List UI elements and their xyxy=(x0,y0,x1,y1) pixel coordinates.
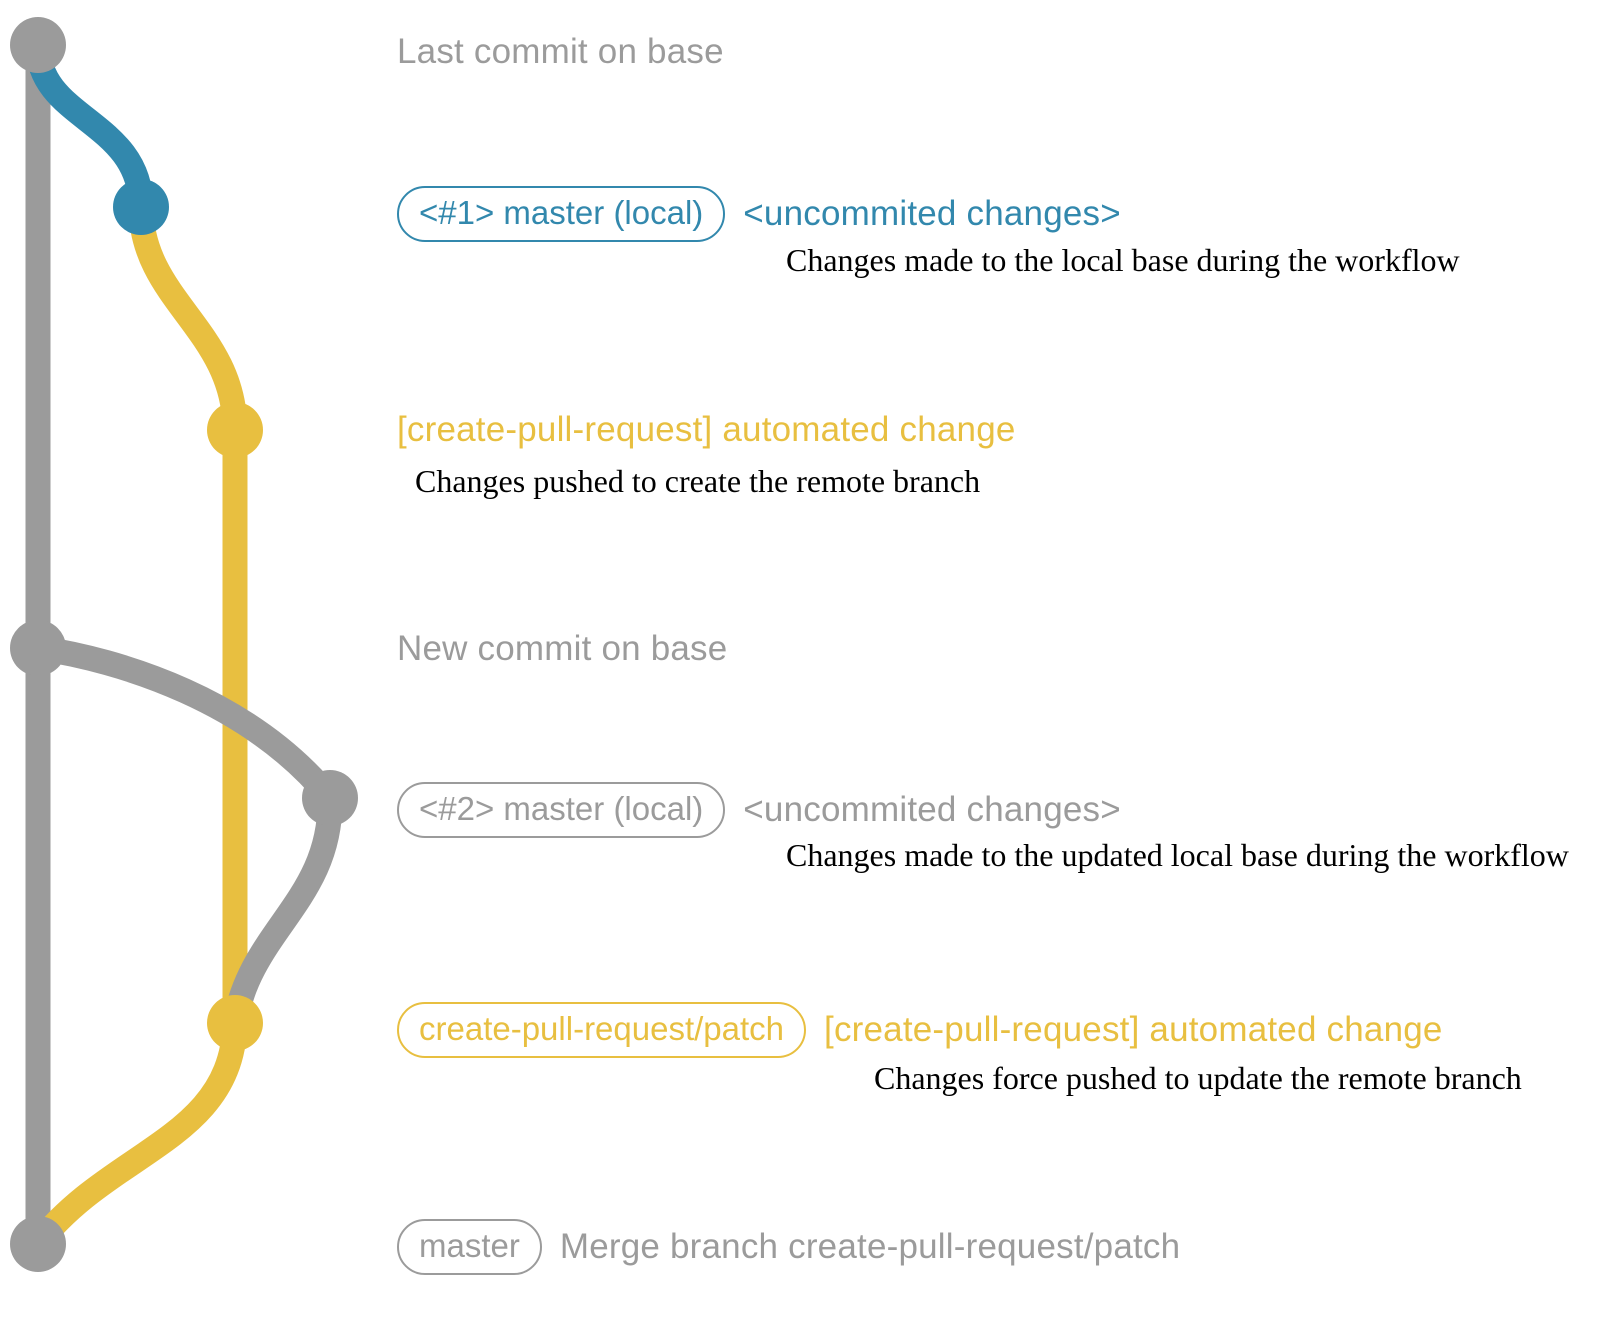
description-master-local-2: Changes made to the updated local base d… xyxy=(786,837,1569,873)
commit-title-new-commit-on-base: New commit on base xyxy=(397,629,728,668)
row-master-local-2: <#2> master (local) <uncommited changes> xyxy=(397,782,1121,838)
branch-badge-create-pull-request-patch[interactable]: create-pull-request/patch xyxy=(397,1002,807,1058)
edge-basenew-to-local2 xyxy=(25,635,343,811)
commit-node-local-1[interactable] xyxy=(113,179,169,235)
branch-badge-master-local-1[interactable]: <#1> master (local) xyxy=(397,186,726,242)
row-new-commit-on-base: New commit on base xyxy=(397,629,727,669)
commit-title-last-commit-on-base: Last commit on base xyxy=(397,32,724,71)
description-automated-change-1: Changes pushed to create the remote bran… xyxy=(415,463,981,499)
commit-node-base-top[interactable] xyxy=(10,17,66,73)
commit-node-patch-1[interactable] xyxy=(207,402,263,458)
row-automated-change-1: [create-pull-request] automated change xyxy=(397,410,1016,450)
edge-local2-to-patch2 xyxy=(222,785,343,1036)
commit-message-master-local-1: <uncommited changes> xyxy=(743,193,1121,233)
edge-patch2-to-merge xyxy=(25,1010,248,1257)
commit-node-base-new[interactable] xyxy=(10,620,66,676)
row-last-commit-on-base: Last commit on base xyxy=(397,32,724,72)
row-automated-change-2: create-pull-request/patch [create-pull-r… xyxy=(397,1002,1443,1058)
commit-title-automated-change-1: [create-pull-request] automated change xyxy=(397,410,1016,449)
row-master-local-1: <#1> master (local) <uncommited changes> xyxy=(397,186,1121,242)
commit-message-automated-change-2: [create-pull-request] automated change xyxy=(824,1009,1443,1049)
description-master-local-1: Changes made to the local base during th… xyxy=(786,242,1460,278)
commit-node-local-2[interactable] xyxy=(302,770,358,826)
description-automated-change-2: Changes force pushed to update the remot… xyxy=(874,1060,1522,1096)
commit-message-master-local-2: <uncommited changes> xyxy=(743,789,1121,829)
edge-local1-to-patch1 xyxy=(128,194,248,443)
commit-node-merge[interactable] xyxy=(10,1216,66,1272)
branch-badge-master[interactable]: master xyxy=(397,1219,542,1275)
commit-node-patch-2[interactable] xyxy=(207,995,263,1051)
row-merge-master: master Merge branch create-pull-request/… xyxy=(397,1219,1180,1275)
commit-message-merge-master: Merge branch create-pull-request/patch xyxy=(559,1226,1181,1266)
branch-badge-master-local-2[interactable]: <#2> master (local) xyxy=(397,782,726,838)
